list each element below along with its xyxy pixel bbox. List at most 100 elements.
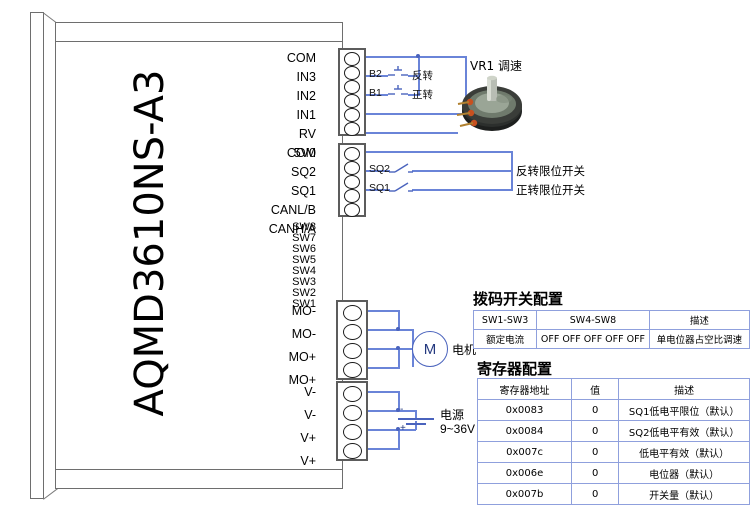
controller-enclosure: AQMD3610NS-A3 [30,8,370,503]
wire-b1-right [408,94,420,96]
wire-mo-minus-join [398,310,400,329]
motor-symbol: M [412,331,448,367]
battery-minus-sign: - [400,404,404,415]
wire-junction-v-plus [396,427,400,431]
wire-battery-neg-riser [415,410,417,418]
terminal-hole[interactable] [344,147,360,161]
terminal-hole[interactable] [343,405,362,421]
terminal-hole[interactable] [344,189,360,203]
dip-header-description: 描述 [648,310,750,330]
limit-switch-sq2-ref: SQ2 [369,163,391,175]
table-row: 0x0084 0 SQ2低电平有效（默认） [476,420,750,442]
dip-cell-switch-states: OFF OFF OFF OFF OFF [536,329,650,349]
battery-plate-long [398,418,434,420]
wire-mo-plus-join [398,348,400,367]
dip-label-sw6: SW6 [292,243,316,255]
pin-label-v-minus-1: V- [304,385,316,399]
dip-cell-current: 额定电流 [472,329,538,349]
reg-cell-value: 0 [571,462,620,484]
button-b1-label: 正转 [412,89,433,101]
mounting-flange [30,12,44,499]
reg-cell-address: 0x0083 [476,399,573,421]
motor-symbol-letter: M [423,340,437,358]
wire-mo-minus-1 [368,310,400,312]
terminal-hole[interactable] [344,80,360,94]
wire-sq2-left [366,170,390,172]
table-row: 0x0083 0 SQ1低电平限位（默认） [476,399,750,421]
wire-junction-v-minus [396,408,400,412]
terminal-block-2[interactable] [338,143,366,217]
terminal-hole[interactable] [344,52,360,66]
pin-label-mo-minus-2: MO- [291,327,316,341]
pin-label-sq2: SQ2 [290,165,316,179]
wire-b2-right [408,75,420,77]
terminal-hole[interactable] [343,362,362,378]
terminal-hole[interactable] [344,108,360,122]
pin-label-com-1: COM [286,51,316,65]
terminal-hole[interactable] [343,424,362,440]
dip-cell-description: 单电位器占空比调速 [648,329,750,349]
wire-rv-to-pot [366,132,458,134]
button-b1-symbol[interactable] [386,85,410,103]
potentiometer-label: VR1 调速 [470,59,522,73]
table-row: 0x007c 0 低电平有效（默认） [476,441,750,463]
wire-in1-to-pot [366,113,466,115]
pin-label-mo-plus-1: MO+ [288,350,316,364]
reg-cell-address: 0x006e [476,462,573,484]
register-config-table: 寄存器地址 值 描述 0x0083 0 SQ1低电平限位（默认） 0x0084 … [476,378,750,505]
terminal-block-1[interactable] [338,48,366,136]
button-b2-ref: B2 [369,68,382,80]
wire-mo-minus-2 [368,329,400,331]
register-table-title: 寄存器配置 [477,360,553,378]
dip-label-sw7: SW7 [292,232,316,244]
potentiometer-icon[interactable] [452,75,526,137]
pin-label-in2: IN2 [296,89,316,103]
dip-label-sw3: SW3 [292,276,316,288]
dip-label-sw5: SW5 [292,254,316,266]
terminal-hole[interactable] [344,94,360,108]
pin-label-canl-b: CANL/B [270,203,316,217]
terminal-hole[interactable] [343,443,362,459]
terminal-hole[interactable] [343,324,362,340]
dip-table-title: 拨码开关配置 [473,290,564,308]
wire-v-plus-1 [368,429,400,431]
terminal-block-4-power[interactable] [336,381,368,461]
dip-label-sw8: SW8 [292,221,316,233]
limit-switch-sq1-symbol[interactable] [388,180,414,196]
terminal-hole[interactable] [344,161,360,175]
motor-label: 电机 [452,343,477,357]
wire-sq2-right [412,170,512,172]
terminal-hole[interactable] [344,66,360,80]
wire-com2-top [366,151,512,153]
dip-label-sw2: SW2 [292,287,316,299]
terminal-hole[interactable] [344,122,360,136]
pin-label-v-plus-2: V+ [300,454,316,468]
terminal-hole[interactable] [343,343,362,359]
pin-label-5v0: 5V0 [293,146,316,160]
reg-cell-description: SQ2低电平有效（默认） [618,420,750,442]
terminal-block-3-motor[interactable] [336,300,368,380]
reg-cell-value: 0 [571,483,620,505]
wire-5v0-riser [465,56,467,116]
terminal-hole[interactable] [343,305,362,321]
pin-label-rv: RV [298,127,316,141]
dip-label-sw1: SW1 [292,298,316,310]
terminal-hole[interactable] [343,386,362,402]
limit-switch-sq1-ref: SQ1 [369,182,391,194]
dip-header-sw1-sw3: SW1-SW3 [472,310,538,330]
button-b2-symbol[interactable] [386,66,410,84]
wire-mo-plus-1 [368,348,400,350]
pin-label-v-plus-1: V+ [300,431,316,445]
wire-battery-pos-lead [398,429,416,431]
wire-b1-left [366,94,388,96]
reg-cell-value: 0 [571,399,620,421]
terminal-hole[interactable] [344,203,360,217]
table-row: 0x006e 0 电位器（默认） [476,462,750,484]
terminal-hole[interactable] [344,175,360,189]
reg-header-address: 寄存器地址 [476,378,573,400]
wire-5v0-top [418,56,466,58]
limit-switch-sq2-symbol[interactable] [388,161,414,177]
wire-motor-bottom-lead [398,348,414,350]
table-header-row: 寄存器地址 值 描述 [476,378,750,400]
